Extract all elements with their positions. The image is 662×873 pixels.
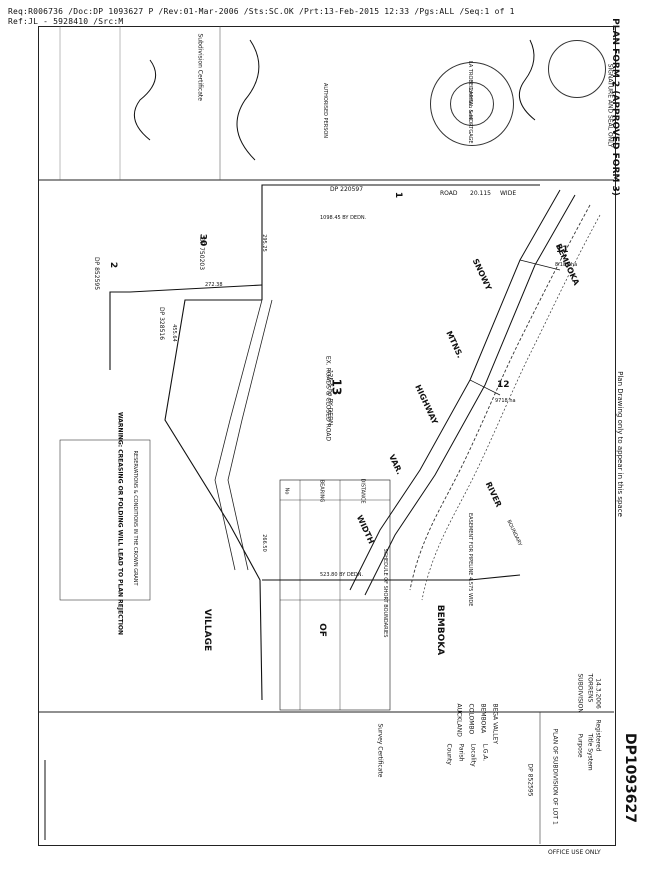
warning-text: WARNING: CREASING OR FOLDING WILL LEAD T…	[116, 411, 124, 636]
lot-12-label: 12	[497, 380, 510, 390]
parish-value: COLOMBO	[467, 703, 475, 735]
dp-ref-750203: DP 750203	[198, 236, 206, 271]
schedule-table	[279, 479, 391, 711]
river-line	[409, 204, 591, 591]
dim-523: 523.80 BY DEDN.	[320, 572, 364, 578]
header-line-2: Ref:JL - 5928410 /Src:M	[8, 17, 124, 26]
boundary-lot-30	[109, 284, 263, 370]
plan-frame	[38, 26, 616, 846]
area-8183: 8.183 ha	[555, 262, 578, 268]
seal-text-2: Common Seal	[467, 85, 473, 121]
dim-1098: 1098.45 BY DEDN.	[320, 215, 367, 221]
survey-certificate: Survey Certificate	[376, 723, 384, 778]
lot-11-label: 11	[556, 245, 569, 255]
schedule-header-no: No	[283, 487, 290, 495]
boundary-lot-11-12	[519, 259, 561, 271]
locality-value: BEMBOKA	[479, 703, 487, 734]
header-line-1: Req:R006736 /Doc:DP 1093627 P /Rev:01-Ma…	[8, 7, 515, 16]
dim-455: 455.64	[170, 324, 177, 342]
county-label: County	[445, 743, 453, 765]
plan-of-ref: DP 852595	[526, 763, 534, 797]
lot-2-label: 2	[108, 261, 119, 269]
highway-west	[349, 189, 561, 591]
dp-ref-220597: DP 220597	[330, 186, 364, 193]
company-seal-inner	[450, 82, 494, 126]
title-system: TORRENS	[586, 673, 594, 703]
reservations-box	[59, 439, 151, 601]
lga-value: BEGA VALLEY	[491, 703, 499, 745]
schedule-header-bearing: BEARING	[318, 479, 325, 503]
dp-number: DP1093627	[622, 732, 638, 824]
signature-scribble-3	[133, 59, 157, 141]
boundary-lot-13	[164, 299, 263, 701]
place-of: OF	[316, 623, 327, 637]
dim-272: 272.38	[205, 282, 223, 288]
place-bemboka: BEMBOKA	[435, 604, 446, 656]
authority-seal	[548, 40, 606, 98]
boundary-south	[262, 574, 521, 581]
dim-266: 266.50	[260, 534, 267, 552]
river-line-2	[421, 214, 601, 601]
road-line-west	[227, 299, 273, 571]
road-word: ROAD	[440, 190, 458, 197]
area-9718: 9718 ha	[495, 398, 516, 404]
road-width-label: 20.115	[470, 190, 491, 197]
company-seal	[430, 62, 514, 146]
subdivision-certificate: Subdivision Certificate	[196, 33, 204, 101]
lot-1-label: 1	[393, 191, 404, 199]
schedule-header-distance: DISTANCE	[359, 478, 366, 504]
dp-ref-852595: DP 852595	[93, 256, 101, 291]
reservations-title: RESERVATIONS & CONDITIONS IN THE CROWN G…	[132, 450, 138, 586]
plan-drawing-note: Plan Drawing only to appear in this spac…	[616, 371, 624, 517]
signature-scribble-2	[236, 39, 260, 161]
easement-note: EASEMENT FOR PIPELINE 4.575 WIDE	[467, 513, 473, 607]
boundary-lot-12-13	[469, 379, 501, 396]
dp-ref-328516: DP 328516	[158, 306, 166, 341]
office-use: OFFICE USE ONLY	[548, 849, 601, 856]
signature-scribble-1	[518, 39, 536, 121]
wide-word: WIDE	[500, 190, 517, 197]
plan-of: PLAN OF SUBDIVISION OF LOT 1	[551, 728, 559, 825]
schedule-title: SCHEDULE OF SHORT BOUNDARIES	[382, 548, 388, 638]
lot-13-note: EX. ROADS & CLOSED ROAD	[324, 355, 332, 442]
purpose: SUBDIVISION	[576, 673, 584, 713]
signature-header: SIGNATURE AND SEAL ONLY	[606, 63, 614, 148]
authorised-person: AUTHORISED PERSON	[322, 83, 328, 139]
road-line-east	[214, 299, 263, 571]
registered-date: 14.3.2006	[594, 678, 602, 709]
purpose-label: Purpose	[576, 733, 584, 758]
dim-295: 295.25	[260, 234, 267, 252]
place-village: VILLAGE	[202, 608, 213, 652]
county-value: AUCKLAND	[455, 703, 463, 737]
title-system-label: Title System	[586, 733, 594, 771]
boundary-lot-1	[261, 184, 540, 300]
